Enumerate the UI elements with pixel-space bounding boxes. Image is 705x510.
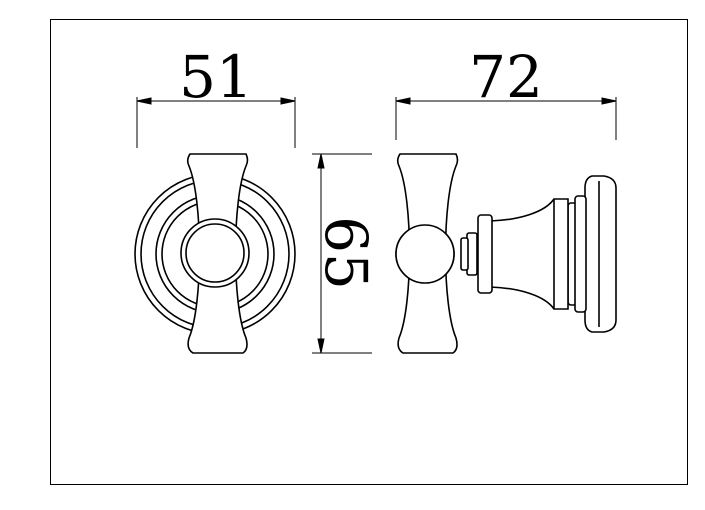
wall-flange	[584, 175, 617, 333]
height-label: 65	[312, 216, 380, 290]
drawing-border	[50, 19, 688, 485]
neck-collar	[477, 214, 493, 294]
side-knob-front	[395, 224, 455, 284]
dimension-side-depth	[395, 97, 617, 140]
side-depth-label: 72	[469, 43, 543, 111]
base-collar-ring-2	[574, 195, 587, 313]
dimension-front-width	[136, 97, 296, 148]
front-knob-outer	[180, 218, 250, 288]
front-view	[134, 153, 296, 354]
dimension-height	[312, 153, 372, 354]
front-knob-inner	[185, 223, 245, 283]
side-view	[395, 153, 617, 354]
flared-stem	[489, 198, 569, 310]
front-width-label: 51	[179, 43, 253, 111]
neck-ring-small	[460, 237, 469, 271]
